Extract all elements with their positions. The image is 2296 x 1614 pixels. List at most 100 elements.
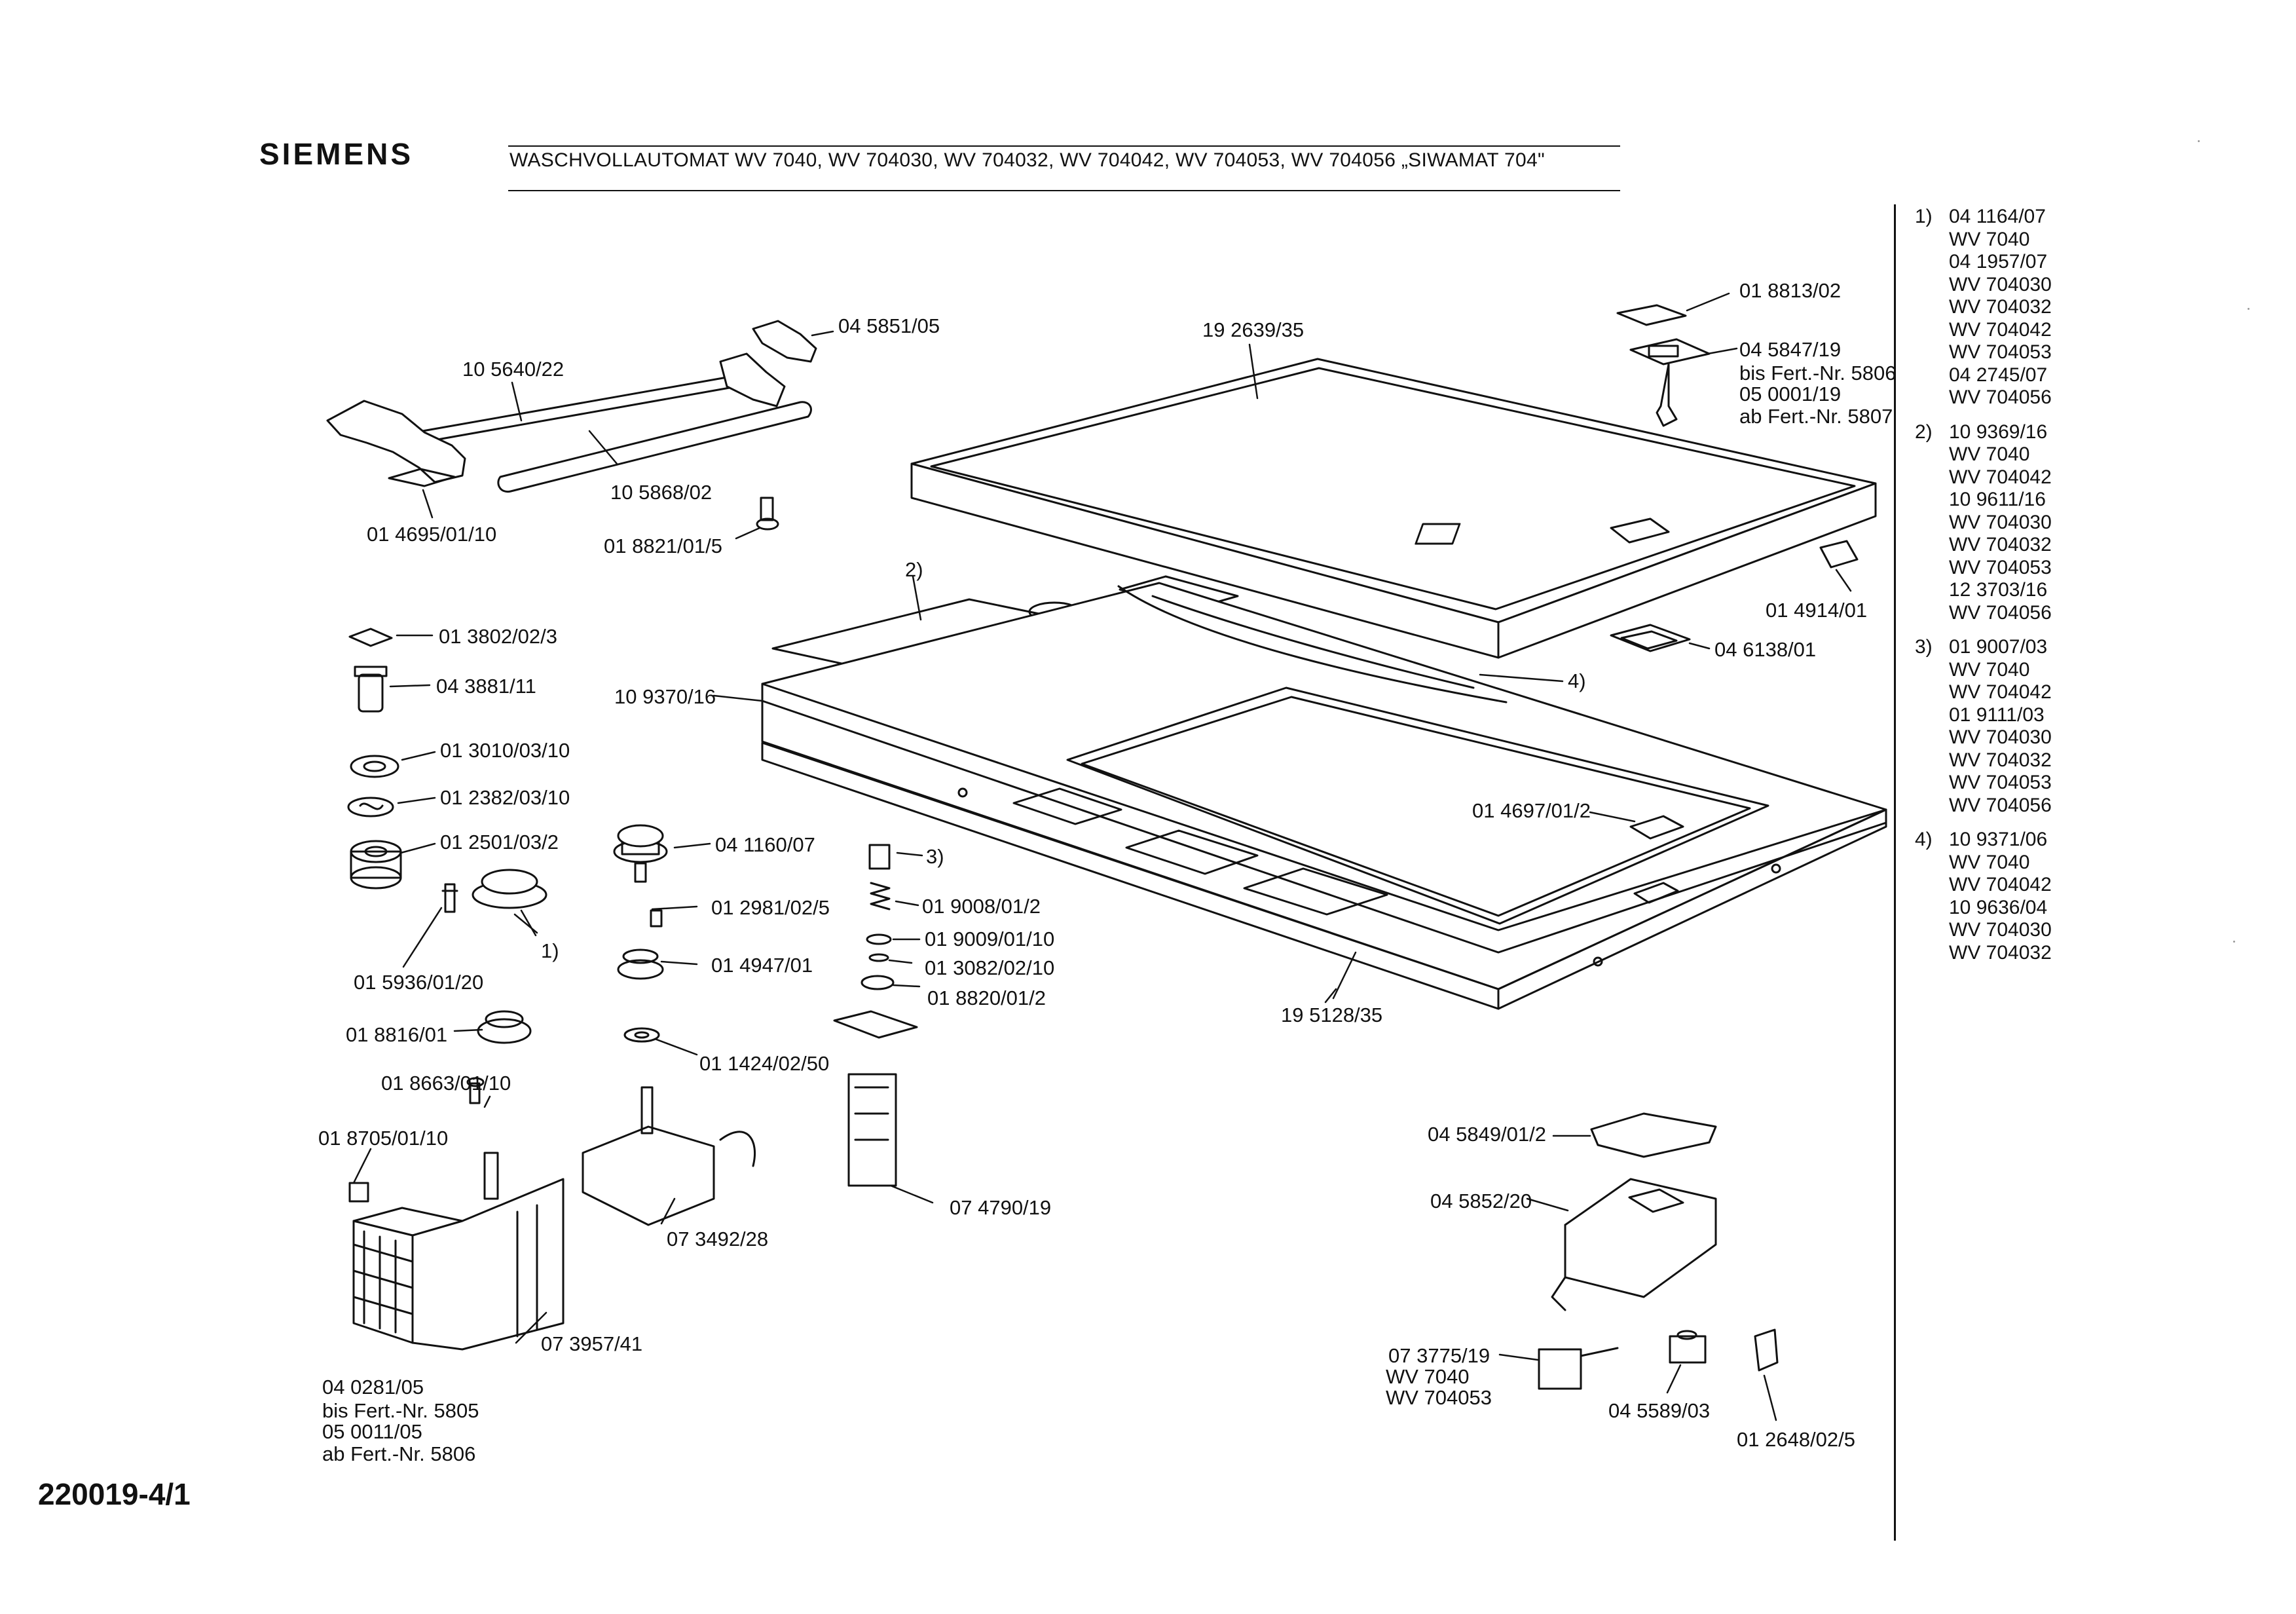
note-1: 1) 04 1164/07 WV 7040 04 1957/07 WV 7040…	[1915, 206, 2282, 409]
callout-labels: 04 5851/05 10 5640/22 10 5868/02 01 4695…	[318, 279, 1896, 1465]
title-rule-bottom	[508, 190, 1620, 191]
note-line: WV 704030	[1949, 919, 2052, 941]
label-040281-05: 04 0281/05	[322, 1376, 424, 1398]
note-2: 2) 10 9369/16 WV 7040 WV 704042 10 9611/…	[1915, 421, 2282, 625]
label-018821-01-5: 01 8821/01/5	[604, 535, 722, 557]
spring-stack-parts	[833, 844, 918, 1187]
note-line: WV 704032	[1949, 941, 2052, 964]
base-frame-part	[761, 582, 1887, 1010]
scan-speck	[2233, 941, 2235, 943]
note-line: WV 7040	[1949, 851, 2030, 873]
note-line: WV 704053	[1949, 341, 2052, 363]
page-title: WASCHVOLLAUTOMAT WV 7040, WV 704030, WV …	[509, 149, 1545, 171]
note-line: 01 9111/03	[1949, 704, 2045, 726]
label-105640-22: 10 5640/22	[462, 358, 564, 381]
note-number: 3)	[1915, 636, 1933, 658]
label-045849-01-2: 04 5849/01/2	[1428, 1123, 1546, 1146]
scan-speck	[2198, 140, 2200, 142]
label-012648-02-5: 01 2648/02/5	[1737, 1428, 1855, 1451]
sheet-id: 220019-4/1	[38, 1477, 191, 1511]
small-parts-top-right	[1610, 304, 1859, 652]
note-line: WV 704032	[1949, 534, 2052, 555]
note-line: WV 704030	[1949, 726, 2052, 748]
label-012501-03-2: 01 2501/03/2	[440, 831, 559, 854]
note-line: 01 9007/03	[1949, 636, 2048, 658]
note-line: WV 704030	[1949, 511, 2052, 533]
label-073957-41: 07 3957/41	[541, 1332, 642, 1355]
switch-and-knob-parts	[347, 628, 668, 1104]
label-ab-5807: ab Fert.-Nr. 5807	[1739, 405, 1893, 428]
label-012981-02-5: 01 2981/02/5	[711, 896, 830, 919]
note-line: WV 704053	[1949, 556, 2052, 578]
top-cover-part	[910, 358, 1877, 659]
label-045589-03: 04 5589/03	[1608, 1399, 1710, 1422]
hinge-rod-part	[326, 320, 817, 531]
note-3: 3) 01 9007/03 WV 7040 WV 704042 01 9111/…	[1915, 636, 2282, 817]
label-bis-5805: bis Fert.-Nr. 5805	[322, 1399, 479, 1422]
notes-divider	[1894, 204, 1896, 1541]
label-045852-20: 04 5852/20	[1430, 1190, 1532, 1212]
note-line: WV 704042	[1949, 318, 2052, 341]
label-041160-07: 04 1160/07	[715, 833, 815, 856]
note-4: 4) 10 9371/06 WV 7040 WV 704042 10 9636/…	[1915, 829, 2282, 964]
note-line: WV 7040	[1949, 228, 2030, 250]
note-line: WV 704053	[1949, 772, 2052, 793]
label-013802-02-3: 01 3802/02/3	[439, 625, 557, 648]
label-wv704053: WV 704053	[1386, 1386, 1492, 1409]
thermostat-part	[582, 1086, 756, 1226]
label-073492-28: 07 3492/28	[667, 1228, 768, 1250]
label-018816-01: 01 8816/01	[346, 1023, 447, 1046]
note-line: WV 704032	[1949, 296, 2052, 318]
note-line: WV 704030	[1949, 273, 2052, 295]
notes-panel: 1) 04 1164/07 WV 7040 04 1957/07 WV 7040…	[1915, 206, 2282, 976]
label-018813-02: 01 8813/02	[1739, 279, 1841, 302]
note-line: WV 704042	[1949, 874, 2052, 895]
label-050011-05: 05 0011/05	[322, 1420, 422, 1443]
label-074790-19: 07 4790/19	[950, 1196, 1051, 1219]
note-line: WV 704056	[1949, 386, 2052, 408]
scan-speck	[2248, 308, 2250, 310]
label-050001-19: 05 0001/19	[1739, 383, 1841, 405]
label-109370-16: 10 9370/16	[614, 685, 716, 708]
note-number: 2)	[1915, 421, 1933, 443]
note-number: 1)	[1915, 206, 1933, 227]
label-015936-01-20: 01 5936/01/20	[354, 971, 483, 994]
note-line: WV 704056	[1949, 794, 2052, 816]
note-line: 04 1164/07	[1949, 206, 2046, 227]
note-line: 04 1957/07	[1949, 251, 2048, 272]
label-ref-2: 2)	[905, 558, 923, 581]
note-line: 10 9371/06	[1949, 829, 2048, 850]
note-line: WV 704042	[1949, 681, 2052, 703]
note-line: WV 704042	[1949, 466, 2052, 488]
label-105868-02: 10 5868/02	[610, 481, 712, 504]
label-012382-03-10: 01 2382/03/10	[440, 786, 570, 809]
label-045847-19: 04 5847/19	[1739, 338, 1841, 361]
label-wv7040: WV 7040	[1386, 1365, 1470, 1388]
label-ab-5806: ab Fert.-Nr. 5806	[322, 1442, 475, 1465]
label-014697-01-2: 01 4697/01/2	[1472, 799, 1591, 822]
door-lock-bracket-part	[1538, 1112, 1779, 1390]
note-line: 10 9636/04	[1949, 896, 2048, 918]
label-bis-5806: bis Fert.-Nr. 5806	[1739, 362, 1896, 385]
timer-motor-part	[348, 1152, 565, 1351]
note-line: WV 7040	[1949, 443, 2030, 465]
title-rule-top	[508, 145, 1620, 147]
note-line: 10 9369/16	[1949, 421, 2048, 443]
leader-lines	[352, 292, 1852, 1421]
label-ref-1: 1)	[541, 939, 559, 962]
label-195128-35: 19 5128/35	[1281, 1004, 1382, 1026]
label-014914-01: 01 4914/01	[1766, 599, 1867, 622]
label-019008-01-2: 01 9008/01/2	[922, 895, 1041, 918]
label-013082-02-10: 01 3082/02/10	[925, 956, 1054, 979]
label-045851-05: 04 5851/05	[838, 314, 940, 337]
note-line: 12 3703/16	[1949, 579, 2048, 601]
label-043881-11: 04 3881/11	[436, 675, 536, 698]
label-019009-01-10: 01 9009/01/10	[925, 928, 1054, 950]
note-line: 04 2745/07	[1949, 364, 2048, 386]
label-192639-35: 19 2639/35	[1202, 318, 1304, 341]
note-line: WV 704032	[1949, 749, 2052, 771]
label-011424-02-50: 01 1424/02/50	[699, 1052, 829, 1075]
label-018820-01-2: 01 8820/01/2	[927, 986, 1046, 1009]
note-number: 4)	[1915, 829, 1933, 850]
